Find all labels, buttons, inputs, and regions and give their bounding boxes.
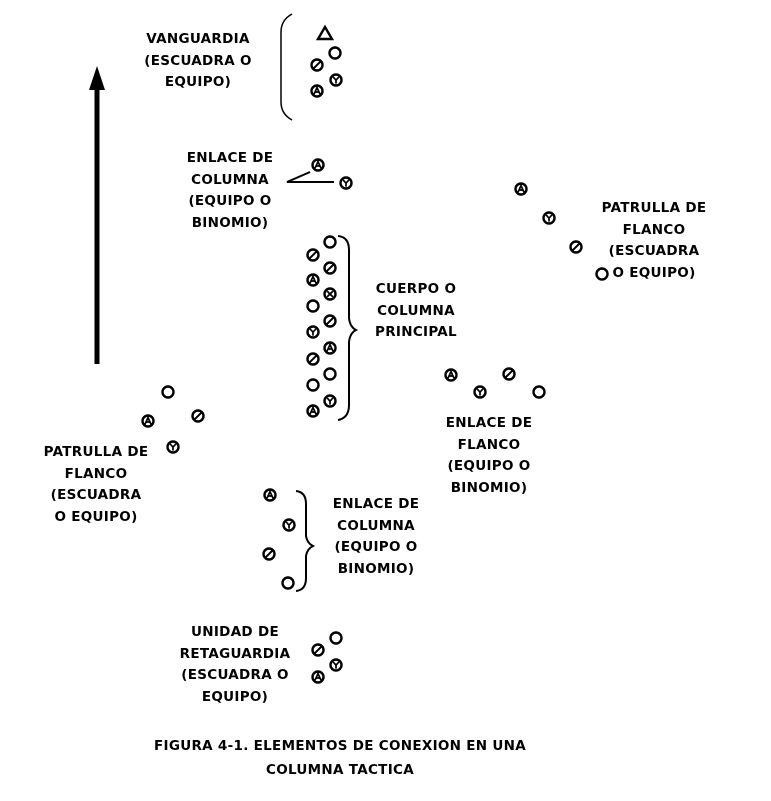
soldier-symbol bbox=[473, 385, 487, 399]
vanguardia-brace bbox=[280, 13, 293, 121]
soldier-symbol bbox=[306, 404, 320, 418]
soldier-symbol bbox=[306, 352, 320, 366]
soldier-symbol bbox=[311, 670, 325, 684]
soldier-symbol bbox=[514, 182, 528, 196]
leader-triangle bbox=[315, 24, 335, 41]
soldier-symbol bbox=[262, 547, 276, 561]
soldier-symbol bbox=[323, 235, 337, 249]
soldier-symbol bbox=[323, 287, 337, 301]
soldier-symbol bbox=[323, 341, 337, 355]
direction-arrow bbox=[89, 66, 105, 364]
label-patrulla-flanco-derecha: PATRULLA DE FLANCO (ESCUADRA O EQUIPO) bbox=[601, 200, 707, 281]
soldier-symbol bbox=[161, 385, 175, 399]
retaguardia-group bbox=[311, 631, 343, 684]
link-connector bbox=[286, 171, 334, 183]
enlace-columna-superior-group bbox=[286, 158, 353, 190]
soldier-symbol bbox=[306, 378, 320, 392]
soldier-symbol bbox=[311, 158, 325, 172]
soldier-symbol bbox=[282, 518, 296, 532]
soldier-symbol bbox=[323, 394, 337, 408]
soldier-symbol bbox=[166, 440, 180, 454]
soldier-symbol bbox=[532, 385, 546, 399]
soldier-symbol bbox=[310, 58, 324, 72]
label-enlace-columna-inferior: ENLACE DE COLUMNA (EQUIPO O BINOMIO) bbox=[332, 496, 420, 577]
vanguardia-group bbox=[280, 13, 343, 121]
soldier-symbol bbox=[339, 176, 353, 190]
soldier-symbol bbox=[328, 46, 342, 60]
label-enlace-columna-superior: ENLACE DE COLUMNA (EQUIPO O BINOMIO) bbox=[186, 150, 274, 231]
soldier-symbol bbox=[141, 414, 155, 428]
label-vanguardia: VANGUARDIA (ESCUADRA O EQUIPO) bbox=[144, 31, 252, 90]
figure-caption: FIGURA 4-1. ELEMENTOS DE CONEXION EN UNA… bbox=[153, 738, 527, 778]
soldier-symbol bbox=[323, 367, 337, 381]
label-patrulla-flanco-izquierda: PATRULLA DE FLANCO (ESCUADRA O EQUIPO) bbox=[43, 444, 149, 525]
soldier-symbol bbox=[311, 643, 325, 657]
soldier-symbol bbox=[306, 325, 320, 339]
soldier-symbol bbox=[323, 261, 337, 275]
enlace-columna-inferior-group bbox=[262, 488, 316, 592]
soldier-symbol bbox=[310, 84, 324, 98]
soldier-symbol bbox=[306, 299, 320, 313]
enlace-flanco-group bbox=[444, 367, 546, 399]
soldier-symbol bbox=[542, 211, 556, 225]
soldier-symbol bbox=[569, 240, 583, 254]
label-enlace-flanco: ENLACE DE FLANCO (EQUIPO O BINOMIO) bbox=[445, 415, 533, 496]
soldier-symbol bbox=[263, 488, 277, 502]
soldier-symbol bbox=[329, 631, 343, 645]
soldier-symbol bbox=[281, 576, 295, 590]
soldier-symbol bbox=[329, 73, 343, 87]
cuerpo-principal-group bbox=[306, 235, 359, 421]
soldier-symbol bbox=[306, 273, 320, 287]
soldier-symbol bbox=[306, 248, 320, 262]
soldier-symbol bbox=[502, 367, 516, 381]
soldier-symbol bbox=[323, 314, 337, 328]
label-retaguardia: UNIDAD DE RETAGUARDIA (ESCUADRA O EQUIPO… bbox=[179, 624, 291, 705]
soldier-symbol bbox=[191, 409, 205, 423]
lower-link-brace bbox=[295, 490, 316, 592]
soldier-symbol bbox=[444, 368, 458, 382]
main-body-brace bbox=[337, 235, 359, 421]
soldier-symbol bbox=[329, 658, 343, 672]
label-cuerpo-principal: CUERPO O COLUMNA PRINCIPAL bbox=[375, 281, 457, 340]
